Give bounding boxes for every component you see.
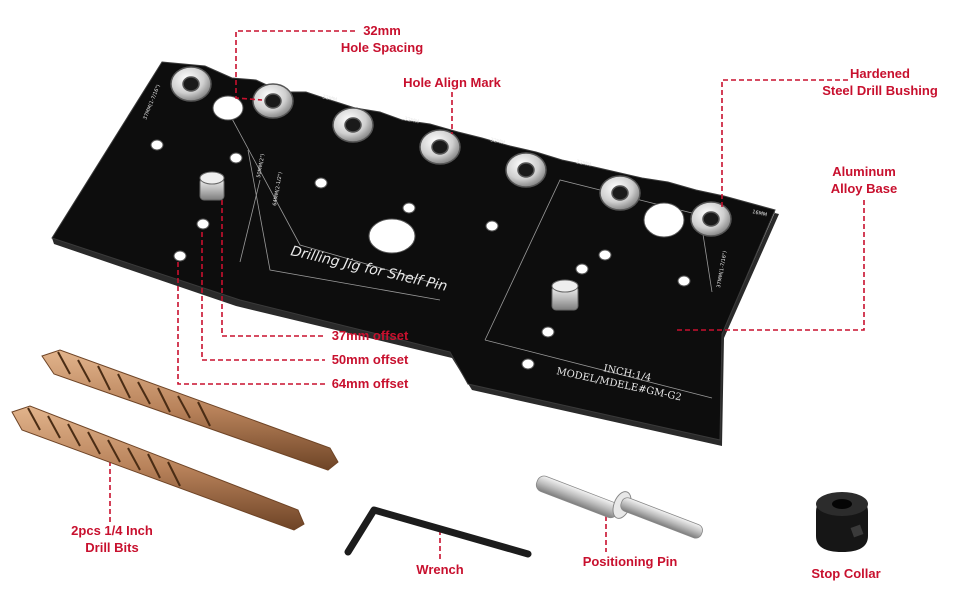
hole-align-mark-label: Hole Align Mark: [403, 75, 501, 90]
offset-50-leader: [201, 232, 325, 361]
offset-37-leader: [221, 200, 325, 337]
offset-37-label: 37mm offset: [331, 328, 409, 343]
stop-collar: [816, 492, 868, 552]
wrench-label: Wrench: [416, 562, 464, 577]
positioning-pin-label: Positioning Pin: [582, 554, 678, 569]
hole-spacing-leader: [235, 30, 355, 101]
offset-mark: 64MM(2-1/2"): [272, 172, 284, 207]
end-mark: 16MM: [752, 209, 768, 218]
engraved-guide-lines: [229, 114, 713, 399]
spacing-mark: 32MM: [490, 137, 506, 146]
spacing-mark: 32MM: [322, 94, 338, 103]
base-leader: [676, 200, 865, 331]
stop-collar-label: Stop Collar: [811, 566, 881, 581]
drill-bushings: [170, 66, 732, 237]
offset-64-label: 64mm offset: [331, 376, 409, 391]
spacing-mark: 32MM: [576, 159, 592, 168]
drill-bit: [41, 349, 339, 471]
callout-lines: [109, 30, 865, 562]
offset-mark: 50MM(2"): [256, 153, 266, 178]
bushing-leader: [721, 79, 848, 208]
through-holes: [150, 95, 691, 370]
jig-base-plate: Drilling Jig for Shelf Pin INCH:1/4 MODE…: [51, 61, 779, 446]
offset-64-leader: [177, 262, 325, 385]
spacing-mark: 32MM: [404, 116, 420, 125]
hex-wrench: [344, 506, 532, 558]
offset-50-label: 50mm offset: [331, 352, 409, 367]
positioning-pin: [535, 475, 703, 539]
drill-bit: [11, 405, 305, 531]
inserted-positioning-pins: [199, 171, 579, 311]
